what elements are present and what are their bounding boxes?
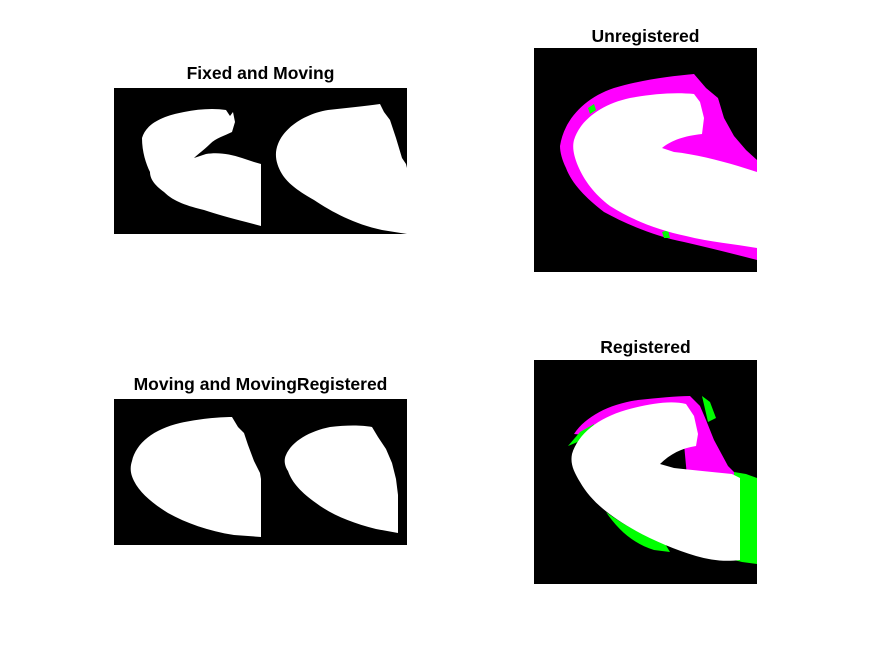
- image-moving-and-movingregistered: [114, 399, 407, 545]
- panel-title: Registered: [600, 337, 691, 357]
- image-unregistered: [534, 48, 757, 272]
- image-fixed-and-moving: [114, 88, 407, 234]
- panel-title: Fixed and Moving: [186, 63, 335, 83]
- image-registered: [534, 360, 757, 584]
- panel-title: Unregistered: [591, 26, 700, 46]
- panel-title: Moving and MovingRegistered: [133, 374, 388, 394]
